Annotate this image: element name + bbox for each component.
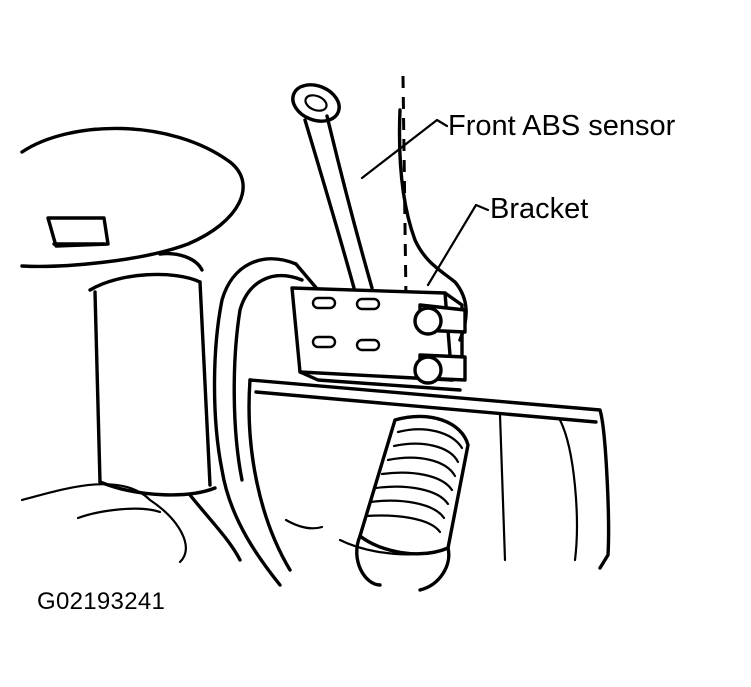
sensor-leader-line: [360, 118, 449, 180]
sensor-callout-label: Front ABS sensor: [448, 110, 676, 142]
dashed-centerline: [401, 75, 408, 301]
bracket-callout-label: Bracket: [490, 193, 588, 225]
brake-housing: [247, 378, 611, 572]
strut-assembly: [20, 126, 245, 564]
sensor-cable: [212, 83, 374, 587]
dust-boot: [355, 414, 470, 592]
bracket-leader-line: [426, 203, 490, 287]
knuckle-outline: [397, 108, 468, 342]
mounting-bolts: [413, 303, 467, 385]
figure-id: G02193241: [37, 588, 166, 615]
